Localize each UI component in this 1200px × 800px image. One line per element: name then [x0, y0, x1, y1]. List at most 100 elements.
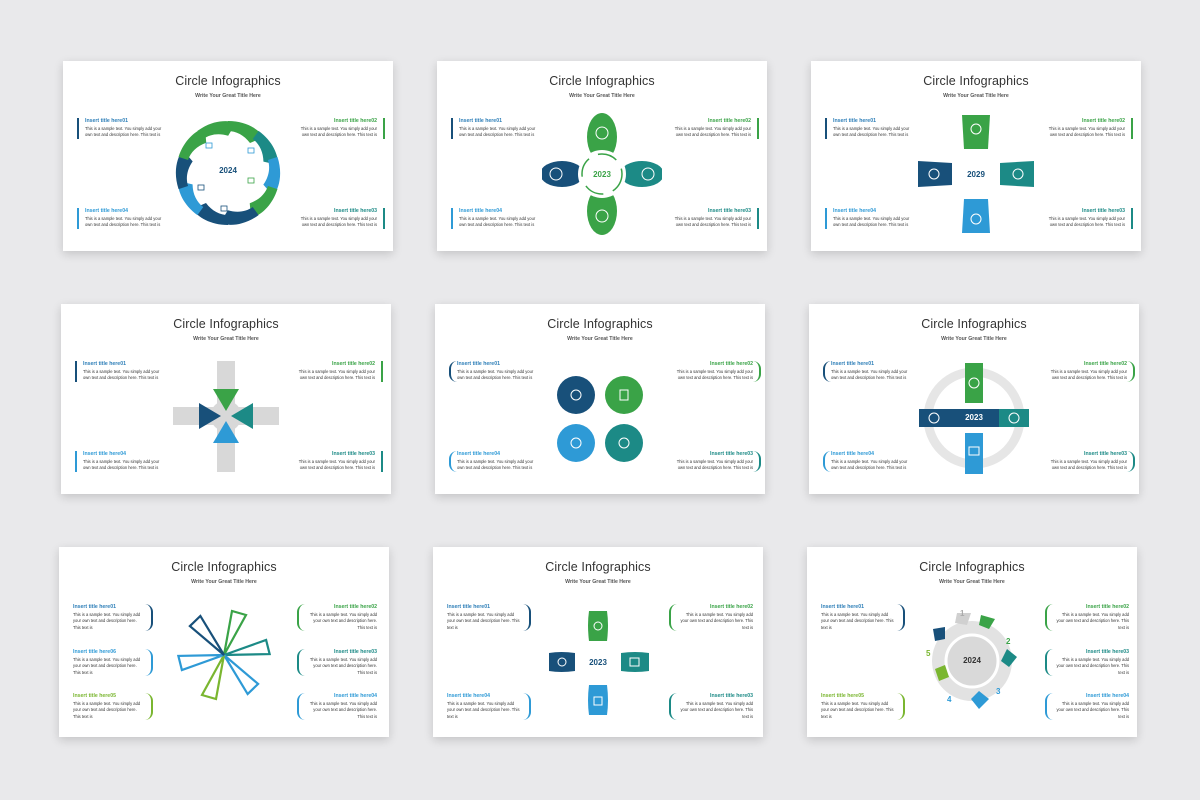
slide-title: Circle Infographics: [175, 74, 281, 88]
item-body: This is a sample text. You simply add yo…: [73, 657, 141, 675]
text-block-02: Insert title here02 This is a sample tex…: [671, 361, 761, 382]
item-title: Insert title here04: [1086, 693, 1129, 699]
slide-title: Circle Infographics: [921, 317, 1027, 331]
item-title: Insert title here02: [710, 361, 753, 367]
text-block-03: Insert title here03 This is a sample tex…: [293, 451, 383, 472]
item-body: This is a sample text. You simply add yo…: [674, 216, 751, 228]
item-title: Insert title here01: [821, 604, 864, 610]
item-title: Insert title here04: [334, 693, 377, 699]
text-block-03: Insert title here03 This is a sample tex…: [669, 693, 753, 721]
item-title: Insert title here04: [459, 208, 502, 214]
item-body: This is a sample text. You simply add yo…: [85, 126, 162, 138]
text-block-02: Insert title here02 This is a sample tex…: [297, 604, 377, 632]
swirl-circle-graphic: [173, 117, 283, 229]
item-title: Insert title here03: [1082, 208, 1125, 214]
step-number-1: 1: [960, 609, 965, 618]
text-block-03: Insert title here03 This is a sample tex…: [671, 451, 761, 472]
item-body: This is a sample text. You simply add yo…: [821, 612, 894, 630]
item-title: Insert title here04: [447, 693, 490, 699]
slide-title: Circle Infographics: [923, 74, 1029, 88]
item-title: Insert title here03: [332, 451, 375, 457]
slide-7[interactable]: Circle Infographics Write Your Great Tit…: [59, 547, 389, 737]
arrow-cross-graphic: [171, 359, 281, 474]
slide-4[interactable]: Circle Infographics Write Your Great Tit…: [61, 304, 391, 494]
item-title: Insert title here05: [821, 693, 864, 699]
text-block-03: Insert title here03 This is a sample tex…: [295, 208, 385, 229]
slide-8[interactable]: Circle Infographics Write Your Great Tit…: [433, 547, 763, 737]
item-body: This is a sample text. You simply add yo…: [83, 459, 160, 471]
item-title: Insert title here01: [83, 361, 126, 367]
text-block-01: Insert title here01 This is a sample tex…: [821, 604, 905, 632]
item-title: Insert title here04: [83, 451, 126, 457]
text-block-04: Insert title here04 This is a sample tex…: [449, 451, 539, 472]
four-circles-graphic: [555, 374, 645, 464]
text-block-05: Insert title here05 This is a sample tex…: [73, 693, 153, 721]
center-year: 2023: [589, 658, 607, 667]
text-block-04: Insert title here04 This is a sample tex…: [823, 451, 913, 472]
item-title: Insert title here03: [334, 208, 377, 214]
slide-subtitle: Write Your Great Title Here: [565, 579, 631, 585]
item-body: This is a sample text. You simply add yo…: [1048, 126, 1125, 138]
slide-3[interactable]: Circle Infographics Write Your Great Tit…: [811, 61, 1141, 251]
slide-subtitle: Write Your Great Title Here: [943, 93, 1009, 99]
item-title: Insert title here03: [1084, 451, 1127, 457]
text-block-05: Insert title here05 This is a sample tex…: [821, 693, 905, 721]
text-block-01: Insert title here01 This is a sample tex…: [73, 604, 153, 632]
item-title: Insert title here03: [710, 693, 753, 699]
item-title: Insert title here01: [73, 604, 116, 610]
text-block-02: Insert title here02 This is a sample tex…: [1045, 361, 1135, 382]
text-block-01: Insert title here01 This is a sample tex…: [447, 604, 531, 632]
item-body: This is a sample text. You simply add yo…: [85, 216, 162, 228]
slide-9[interactable]: Circle Infographics Write Your Great Tit…: [807, 547, 1137, 737]
item-body: This is a sample text. You simply add yo…: [1050, 459, 1127, 471]
text-block-02: Insert title here02 This is a sample tex…: [669, 118, 759, 139]
slide-subtitle: Write Your Great Title Here: [193, 336, 259, 342]
item-body: This is a sample text. You simply add yo…: [447, 701, 520, 719]
item-title: Insert title here03: [1086, 649, 1129, 655]
capsule-cross-graphic: [547, 609, 651, 717]
slide-subtitle: Write Your Great Title Here: [191, 579, 257, 585]
item-body: This is a sample text. You simply add yo…: [680, 701, 753, 719]
center-year: 2024: [219, 166, 237, 175]
slide-6[interactable]: Circle Infographics Write Your Great Tit…: [809, 304, 1139, 494]
text-block-04: Insert title here04 This is a sample tex…: [75, 451, 165, 472]
item-body: This is a sample text. You simply add yo…: [459, 126, 536, 138]
slide-title: Circle Infographics: [919, 560, 1025, 574]
slide-subtitle: Write Your Great Title Here: [569, 93, 635, 99]
item-title: Insert title here02: [332, 361, 375, 367]
item-title: Insert title here04: [833, 208, 876, 214]
item-body: This is a sample text. You simply add yo…: [300, 216, 377, 228]
text-block-01: Insert title here01 This is a sample tex…: [825, 118, 915, 139]
gear-cycle-graphic: [919, 607, 1025, 715]
text-block-03: Insert title here03 This is a sample tex…: [1043, 208, 1133, 229]
item-title: Insert title here02: [708, 118, 751, 124]
text-block-04: Insert title here04 This is a sample tex…: [1045, 693, 1129, 721]
item-body: This is a sample text. You simply add yo…: [309, 612, 377, 630]
text-block-04: Insert title here04 This is a sample tex…: [451, 208, 541, 229]
step-number-5: 5: [926, 649, 931, 658]
text-block-02: Insert title here02 This is a sample tex…: [295, 118, 385, 139]
slide-title: Circle Infographics: [549, 74, 655, 88]
slide-5[interactable]: Circle Infographics Write Your Great Tit…: [435, 304, 765, 494]
item-body: This is a sample text. You simply add yo…: [680, 612, 753, 630]
text-block-04: Insert title here04 This is a sample tex…: [297, 693, 377, 721]
slide-subtitle: Write Your Great Title Here: [195, 93, 261, 99]
item-body: This is a sample text. You simply add yo…: [1056, 612, 1129, 630]
item-title: Insert title here02: [334, 118, 377, 124]
item-body: This is a sample text. You simply add yo…: [73, 701, 141, 719]
item-body: This is a sample text. You simply add yo…: [1056, 657, 1129, 675]
item-title: Insert title here01: [831, 361, 874, 367]
item-body: This is a sample text. You simply add yo…: [309, 657, 377, 675]
text-block-04: Insert title here04 This is a sample tex…: [447, 693, 531, 721]
text-block-02: Insert title here02 This is a sample tex…: [1043, 118, 1133, 139]
item-title: Insert title here05: [73, 693, 116, 699]
tile-cross-graphic: [916, 113, 1036, 235]
slide-title: Circle Infographics: [173, 317, 279, 331]
slide-2[interactable]: Circle Infographics Write Your Great Tit…: [437, 61, 767, 251]
item-title: Insert title here06: [73, 649, 116, 655]
slide-subtitle: Write Your Great Title Here: [941, 336, 1007, 342]
slide-1[interactable]: Circle Infographics Write Your Great Tit…: [63, 61, 393, 251]
item-body: This is a sample text. You simply add yo…: [457, 459, 534, 471]
text-block-03: Insert title here03 This is a sample tex…: [1045, 451, 1135, 472]
